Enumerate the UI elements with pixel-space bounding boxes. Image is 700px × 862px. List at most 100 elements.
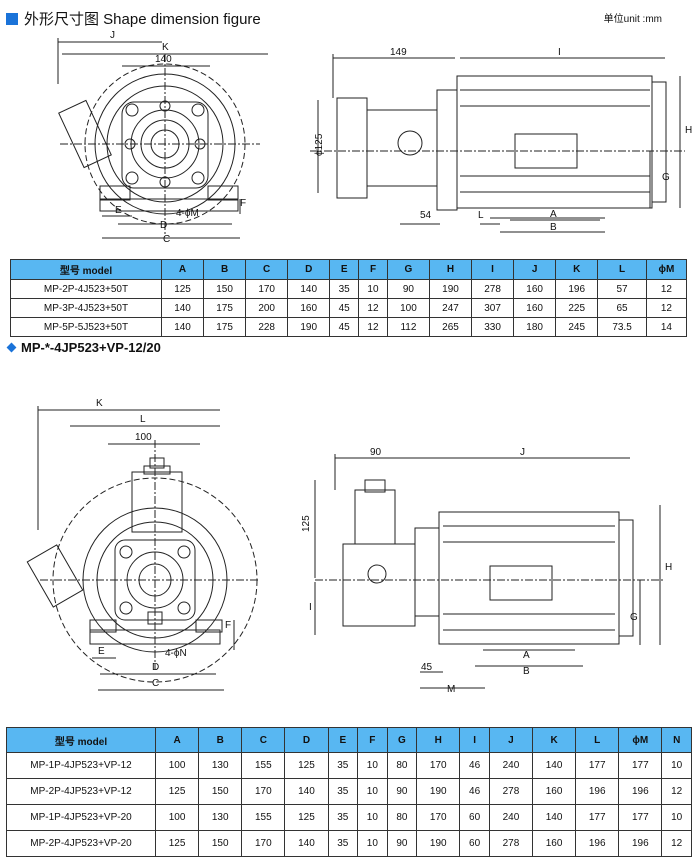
- value-cell: 80: [386, 752, 418, 779]
- column-header: J: [513, 259, 557, 280]
- dim2-90: 90: [370, 447, 382, 458]
- value-cell: 175: [203, 317, 247, 337]
- column-header: K: [555, 259, 599, 280]
- value-cell: 100: [386, 298, 430, 318]
- model-cell: MP-3P-4J523+50T: [10, 298, 162, 318]
- column-header: I: [471, 259, 515, 280]
- dim-54: 54: [420, 210, 432, 221]
- value-cell: 65: [597, 298, 647, 318]
- section2-title: MP-*-4JP523+VP-12/20: [6, 340, 161, 355]
- value-cell: 140: [160, 317, 205, 337]
- value-cell: 100: [154, 752, 200, 779]
- dim2-M: M: [447, 684, 455, 695]
- model-cell: MP-2P-4J523+50T: [10, 279, 162, 299]
- dim2-D: D: [152, 662, 159, 673]
- dim-K: K: [162, 42, 169, 53]
- value-cell: 12: [661, 778, 692, 805]
- value-cell: 73.5: [597, 317, 647, 337]
- column-header: N: [661, 727, 692, 753]
- value-cell: 278: [488, 830, 534, 857]
- value-cell: 112: [386, 317, 430, 337]
- dim2-I: I: [309, 602, 312, 613]
- value-cell: 150: [198, 778, 243, 805]
- value-cell: 160: [287, 298, 331, 318]
- value-cell: 177: [618, 752, 663, 779]
- column-header: B: [203, 259, 247, 280]
- value-cell: 228: [245, 317, 289, 337]
- value-cell: 177: [575, 752, 620, 779]
- value-cell: 35: [327, 804, 359, 831]
- fig1-front-view: J K 140 E 4-ϕM D C F: [57, 30, 268, 245]
- value-cell: 10: [357, 752, 388, 779]
- value-cell: 190: [287, 317, 331, 337]
- value-cell: 180: [513, 317, 557, 337]
- model-cell: MP-1P-4JP523+VP-12: [6, 752, 156, 779]
- value-cell: 46: [459, 778, 490, 805]
- column-header: ϕM: [645, 259, 688, 280]
- column-header: F: [357, 727, 388, 753]
- value-cell: 90: [386, 830, 418, 857]
- dim-G: G: [662, 172, 670, 183]
- value-cell: 150: [203, 279, 247, 299]
- dim-A: A: [550, 209, 557, 220]
- value-cell: 35: [327, 778, 359, 805]
- column-header: K: [531, 727, 577, 753]
- dim-J: J: [110, 30, 115, 41]
- value-cell: 150: [198, 830, 243, 857]
- dim-L: L: [478, 210, 484, 221]
- dim2-J: J: [520, 447, 525, 458]
- unit-label: 单位unit :mm: [603, 14, 662, 25]
- model-cell: MP-1P-4JP523+VP-20: [6, 804, 156, 831]
- column-header: I: [459, 727, 490, 753]
- dim-F: F: [240, 198, 246, 209]
- value-cell: 140: [284, 778, 329, 805]
- value-cell: 90: [386, 279, 430, 299]
- value-cell: 196: [575, 778, 620, 805]
- dim2-K: K: [96, 398, 103, 409]
- column-header: 型号 model: [10, 259, 162, 280]
- column-header: E: [329, 259, 360, 280]
- value-cell: 140: [160, 298, 205, 318]
- dim2-C: C: [152, 678, 159, 689]
- value-cell: 60: [459, 830, 490, 857]
- value-cell: 12: [358, 317, 388, 337]
- value-cell: 57: [597, 279, 647, 299]
- value-cell: 35: [327, 752, 359, 779]
- value-cell: 160: [513, 298, 557, 318]
- column-header: L: [575, 727, 620, 753]
- value-cell: 35: [329, 279, 360, 299]
- dim2-100: 100: [135, 432, 152, 443]
- value-cell: 125: [284, 752, 329, 779]
- dim-phi125: ϕ125: [314, 133, 325, 156]
- fig2-front-view: K L 100 E 4-ϕN D C F: [26, 398, 260, 691]
- dim-149: 149: [390, 47, 407, 58]
- value-cell: 330: [471, 317, 515, 337]
- value-cell: 125: [154, 830, 200, 857]
- dim-D: D: [160, 220, 167, 231]
- section1-title-text: 外形尺寸图 Shape dimension figure: [24, 11, 261, 28]
- value-cell: 247: [428, 298, 473, 318]
- value-cell: 225: [555, 298, 599, 318]
- column-header: E: [327, 727, 359, 753]
- value-cell: 170: [241, 778, 286, 805]
- value-cell: 170: [241, 830, 286, 857]
- dim-I: I: [558, 47, 561, 58]
- column-header: G: [386, 259, 430, 280]
- value-cell: 125: [284, 804, 329, 831]
- model-cell: MP-2P-4JP523+VP-20: [6, 830, 156, 857]
- value-cell: 45: [329, 298, 360, 318]
- value-cell: 190: [416, 778, 461, 805]
- value-cell: 170: [416, 752, 461, 779]
- value-cell: 240: [488, 804, 534, 831]
- column-header: 型号 model: [6, 727, 156, 753]
- value-cell: 170: [245, 279, 289, 299]
- dim2-hole: 4-ϕN: [165, 648, 187, 659]
